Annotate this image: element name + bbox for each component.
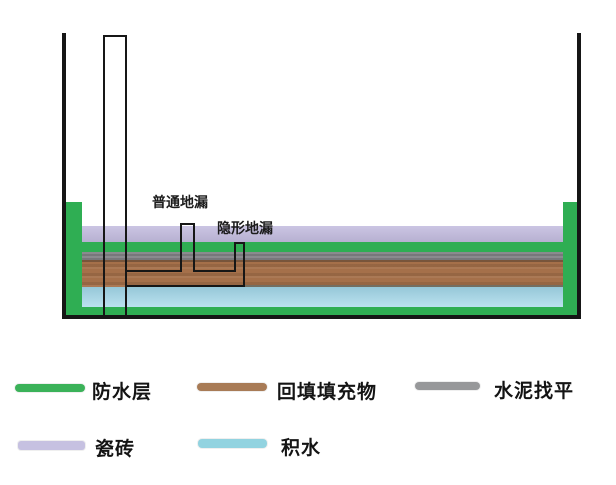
- standing-water-layer: [82, 287, 563, 307]
- legend-label-backfill: 回填填充物: [277, 382, 378, 403]
- right-wall-line: [577, 33, 581, 319]
- legend-swatch-cement: [415, 382, 480, 390]
- waterproof-base-layer: [66, 307, 577, 315]
- invisible-drain-label: 隐形地漏: [217, 220, 273, 236]
- legend-label-waterproof: 防水层: [92, 382, 153, 403]
- legend-label-tile: 瓷砖: [95, 439, 136, 460]
- legend-swatch-backfill: [197, 383, 267, 391]
- left-wall-line: [62, 33, 66, 319]
- trap-upper-line-right: [195, 270, 236, 272]
- legend-swatch-waterproof: [15, 384, 85, 392]
- invisible-drain-right: [243, 242, 245, 287]
- waterproof-wall-strip-left: [66, 202, 82, 315]
- drain-pipe-left-line: [103, 35, 105, 315]
- ordinary-drain-riser-right: [193, 223, 195, 272]
- legend-swatch-tile: [18, 441, 85, 450]
- waterproof-layer: [82, 242, 563, 252]
- trap-upper-line-left: [127, 270, 182, 272]
- water-top-edge: [245, 285, 563, 287]
- ordinary-drain-riser-top: [180, 223, 195, 225]
- legend-label-water: 积水: [281, 438, 322, 459]
- floor-slab-line: [62, 315, 581, 319]
- invisible-drain-left: [234, 242, 236, 272]
- ordinary-drain-label: 普通地漏: [152, 194, 208, 210]
- cement-leveling-layer: [82, 252, 563, 260]
- backfill-top-edge: [82, 260, 563, 262]
- invisible-drain-top: [234, 242, 245, 244]
- backfill-layer: [82, 260, 563, 287]
- drain-pipe-top-line: [103, 35, 127, 37]
- ordinary-drain-riser-left: [180, 223, 182, 272]
- tile-layer: [82, 226, 563, 242]
- waterproof-wall-strip-right: [563, 202, 577, 315]
- legend-label-cement: 水泥找平: [494, 381, 575, 402]
- drain-pipe-right-line: [125, 35, 127, 315]
- legend-swatch-water: [198, 439, 267, 448]
- trap-lower-line: [127, 285, 245, 287]
